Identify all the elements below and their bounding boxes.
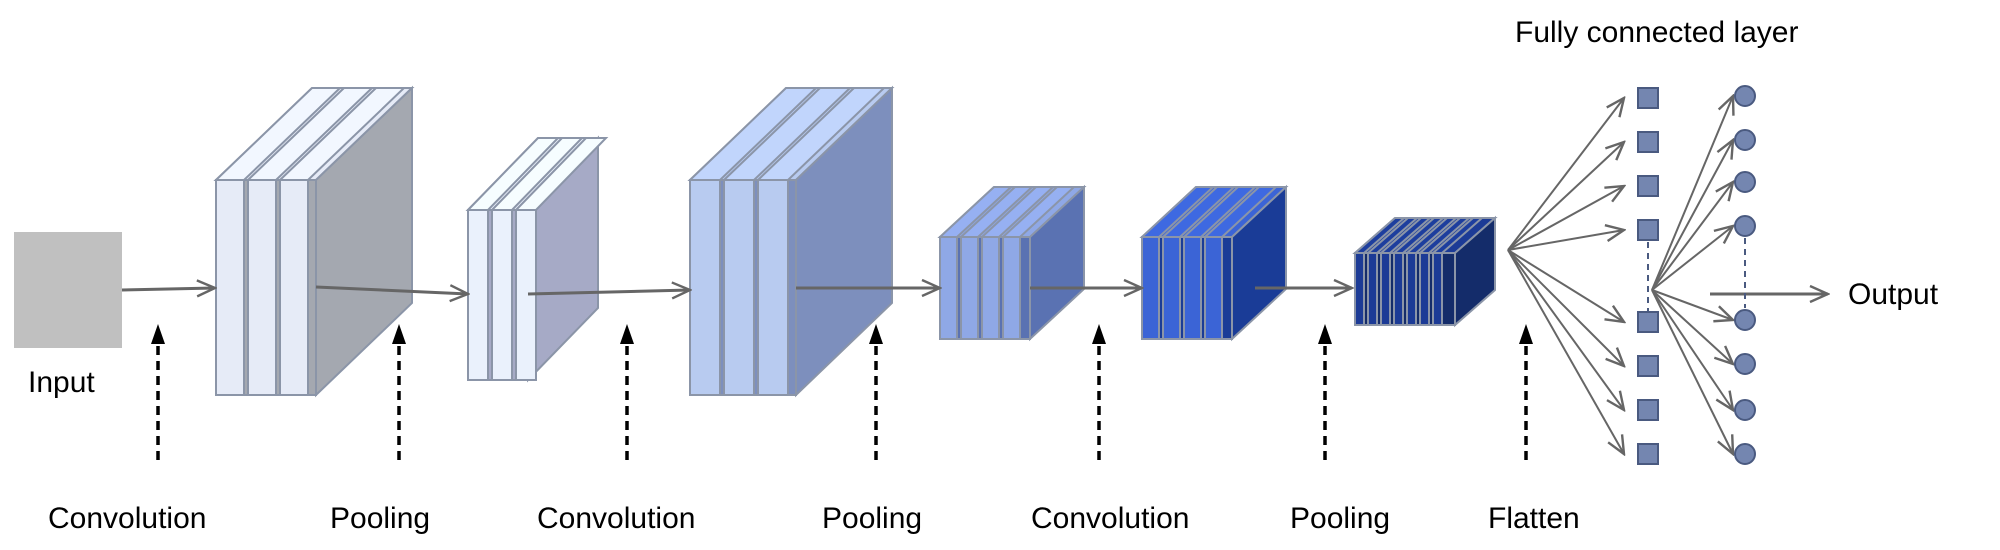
slice-face xyxy=(1419,252,1430,326)
fc-connection xyxy=(1507,186,1624,251)
fc-square-node xyxy=(1637,355,1659,377)
fc-circle-node xyxy=(1734,171,1756,193)
slice-face xyxy=(1141,236,1160,340)
slice-face xyxy=(960,236,979,340)
fc-connection xyxy=(1651,289,1733,410)
step-label-convolution-1: Convolution xyxy=(48,502,206,535)
flow-arrow-1 xyxy=(315,287,468,294)
fc-connection xyxy=(1651,289,1733,364)
slice-face xyxy=(1204,236,1223,340)
fc-connection xyxy=(1651,289,1733,454)
slice-face xyxy=(1406,252,1417,326)
fc-connection xyxy=(1651,96,1733,291)
input-box xyxy=(14,232,122,348)
slice-face xyxy=(467,209,489,381)
fc-square-node xyxy=(1637,311,1659,333)
fc-square-node xyxy=(1637,131,1659,153)
fc-square-node xyxy=(1637,443,1659,465)
fc-square-node xyxy=(1637,219,1659,241)
slice-face xyxy=(689,179,721,396)
slice-face xyxy=(279,179,309,396)
fc-connection xyxy=(1651,289,1733,320)
step-label-convolution-2: Convolution xyxy=(537,502,695,535)
step-label-flatten: Flatten xyxy=(1488,502,1580,535)
feature-map-pool1 xyxy=(465,135,609,383)
input-label: Input xyxy=(28,366,95,399)
step-label-pooling-3: Pooling xyxy=(1290,502,1390,535)
feature-map-pool2 xyxy=(937,184,1087,342)
fc-circle-node xyxy=(1734,353,1756,375)
fc-connection xyxy=(1507,98,1624,251)
slice-face xyxy=(215,179,245,396)
fc-connection xyxy=(1507,230,1624,251)
fc-circle-node xyxy=(1734,129,1756,151)
fully-connected-layer xyxy=(1507,85,1756,465)
slice-face xyxy=(1162,236,1181,340)
slice-face xyxy=(1380,252,1391,326)
output-label: Output xyxy=(1848,278,1939,311)
slice-face xyxy=(1002,236,1021,340)
slice-face xyxy=(939,236,958,340)
fc-square-node xyxy=(1637,399,1659,421)
slice-face xyxy=(1393,252,1404,326)
fc-connection xyxy=(1651,226,1733,291)
slice-face xyxy=(1354,252,1365,326)
slice-face xyxy=(247,179,277,396)
fc-connection xyxy=(1507,249,1624,366)
fc-connection xyxy=(1507,249,1624,454)
fc-circle-node xyxy=(1734,215,1756,237)
step-label-convolution-3: Convolution xyxy=(1031,502,1189,535)
feature-map-conv1 xyxy=(213,85,415,398)
slice-face xyxy=(723,179,755,396)
slice-face xyxy=(1367,252,1378,326)
step-label-pooling-1: Pooling xyxy=(330,502,430,535)
slice-face xyxy=(491,209,513,381)
flow-arrow-2 xyxy=(527,290,690,294)
fc-connection xyxy=(1507,142,1624,251)
feature-map-conv2 xyxy=(687,85,895,398)
fc-connection xyxy=(1651,182,1733,291)
feature-map-pool3 xyxy=(1352,215,1498,328)
fc-connection xyxy=(1651,140,1733,291)
fc-connection xyxy=(1507,249,1624,322)
fc-connection xyxy=(1507,249,1624,410)
feature-map-conv3 xyxy=(1139,184,1289,342)
fc-circle-node xyxy=(1734,399,1756,421)
fc-circle-node xyxy=(1734,85,1756,107)
fc-square-node xyxy=(1637,87,1659,109)
step-label-pooling-2: Pooling xyxy=(822,502,922,535)
fc-circle-node xyxy=(1734,443,1756,465)
slice-face xyxy=(1183,236,1202,340)
slice-face xyxy=(757,179,789,396)
fc-square-node xyxy=(1637,175,1659,197)
fc-circle-node xyxy=(1734,309,1756,331)
flow-arrow-input xyxy=(121,288,215,290)
fully-connected-label: Fully connected layer xyxy=(1515,16,1798,49)
slice-face xyxy=(981,236,1000,340)
slice-face xyxy=(1432,252,1443,326)
